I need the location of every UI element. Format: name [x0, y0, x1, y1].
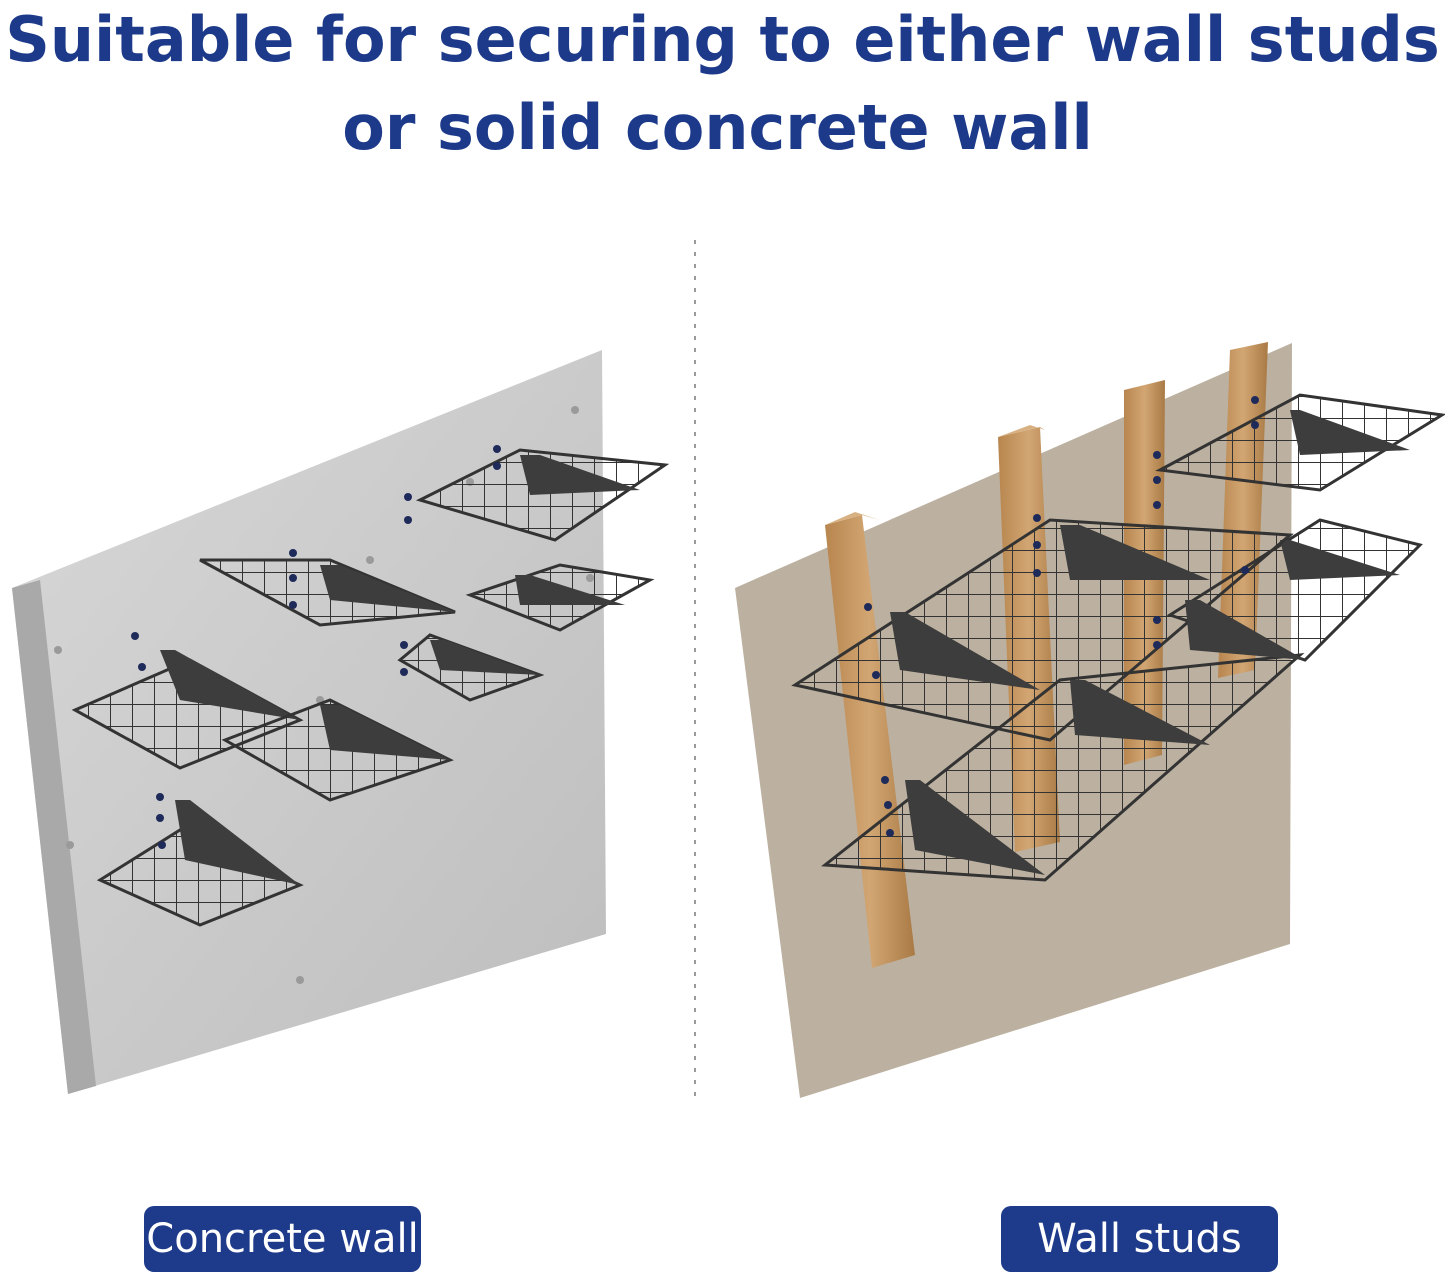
concrete-shelf-7 [397, 633, 545, 702]
concrete-shelf-3 [415, 448, 670, 542]
concrete-wall-edge [12, 580, 96, 1094]
headline-line-2: or solid concrete wall [342, 91, 1093, 164]
concrete-wall-illustration [12, 350, 670, 1094]
wall-studs-label: Wall studs [1001, 1206, 1278, 1272]
headline: Suitable for securing to either wall stu… [0, 0, 1445, 172]
stud-shelf-top-right [1155, 393, 1445, 492]
concrete-shelf-6 [96, 800, 304, 927]
concrete-wall-label: Concrete wall [144, 1206, 421, 1272]
stud-shelf-top [791, 518, 1294, 742]
stud-anchor-dots [864, 396, 1259, 837]
stud-shelf-bottom [821, 600, 1305, 882]
concrete-shelf-2 [199, 558, 456, 627]
concrete-anchor-dots [131, 445, 501, 849]
wall-studs-illustration [735, 342, 1445, 1098]
concrete-shelf-4 [465, 563, 655, 632]
headline-line-1: Suitable for securing to either wall stu… [5, 3, 1440, 76]
concrete-shelf-5 [221, 698, 454, 802]
